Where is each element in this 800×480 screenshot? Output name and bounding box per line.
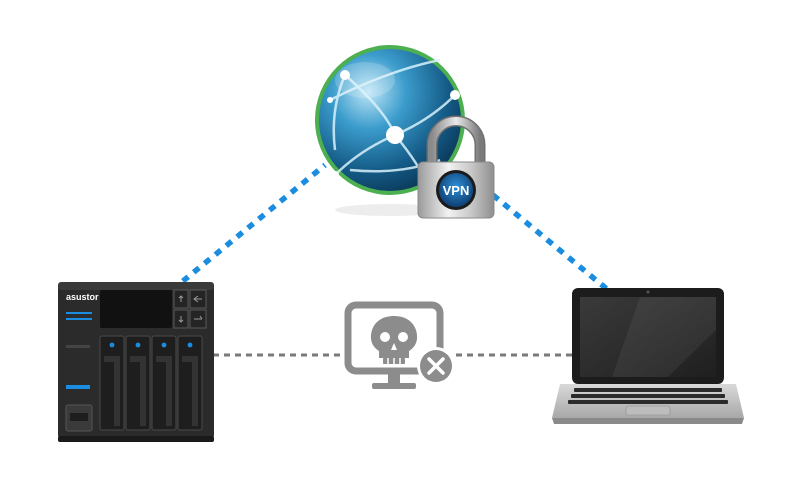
laptop-keyboard — [568, 388, 728, 404]
skull-icon — [370, 316, 418, 364]
nas-icon: asustor — [58, 282, 214, 442]
secure-link-nas-to-cloud — [170, 162, 327, 293]
laptop-icon — [552, 288, 744, 424]
nas-control-buttons — [173, 289, 207, 329]
nas-brand-label: asustor — [66, 292, 99, 302]
x-circle-icon — [417, 347, 455, 385]
vpn-label: VPN — [443, 183, 470, 198]
nas-drive-bays — [99, 335, 203, 431]
padlock-icon: VPN — [417, 115, 495, 219]
secure-link-cloud-to-laptop — [491, 192, 610, 293]
skull-monitor-icon — [344, 301, 455, 389]
globe-network-icon — [315, 45, 465, 216]
